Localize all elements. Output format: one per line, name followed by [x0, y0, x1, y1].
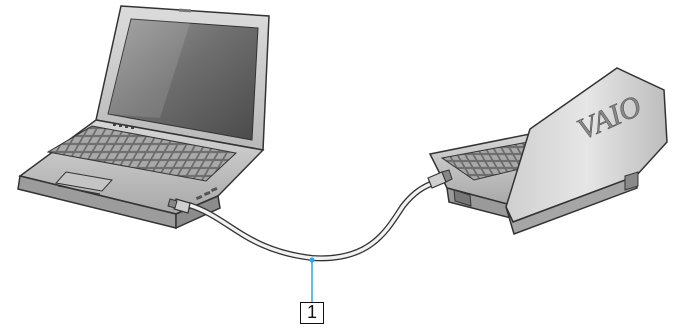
callout-leader [309, 257, 314, 302]
callout-number-label: 1 [300, 302, 324, 324]
right-laptop-lid [506, 68, 667, 234]
left-laptop [18, 6, 269, 228]
right-laptop: VAIO [430, 68, 667, 234]
